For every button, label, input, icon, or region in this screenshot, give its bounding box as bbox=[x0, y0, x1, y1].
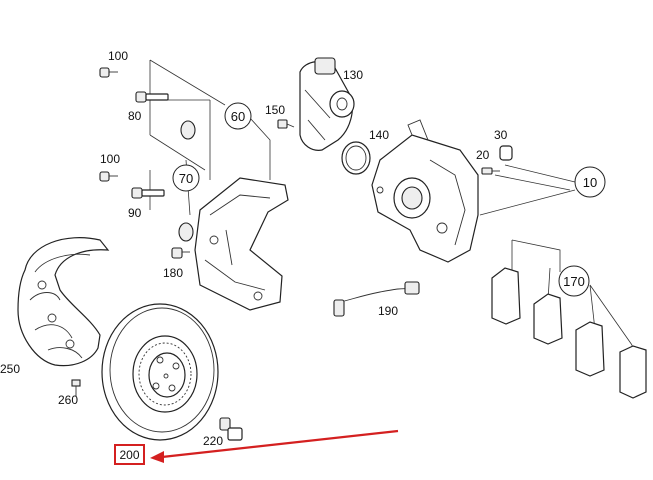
callout-70: 70 bbox=[172, 164, 200, 192]
label-100-lower: 100 bbox=[100, 152, 120, 166]
label-260: 260 bbox=[58, 393, 78, 407]
bolt-180 bbox=[171, 247, 190, 259]
screw-260 bbox=[71, 379, 81, 396]
bolt-220 bbox=[219, 417, 243, 441]
label-220: 220 bbox=[203, 434, 223, 448]
o-ring-140 bbox=[341, 141, 371, 175]
callout-10: 10 bbox=[574, 166, 606, 198]
sleeve-70-lower bbox=[178, 222, 194, 242]
brake-pads-170 bbox=[491, 267, 647, 399]
dust-shield-250 bbox=[17, 237, 110, 367]
label-140: 140 bbox=[369, 128, 389, 142]
brake-disc-200 bbox=[101, 303, 219, 441]
callout-10-label: 10 bbox=[583, 175, 597, 190]
bleed-cap-30 bbox=[499, 145, 513, 161]
sleeve-70-upper bbox=[180, 120, 196, 140]
callout-170: 170 bbox=[558, 265, 590, 297]
callout-70-label: 70 bbox=[179, 171, 193, 186]
screw-150 bbox=[277, 119, 295, 129]
label-80: 80 bbox=[128, 109, 142, 123]
highlighted-part-200[interactable]: 200 bbox=[114, 444, 145, 465]
label-150: 150 bbox=[265, 103, 285, 117]
bolt-100-upper bbox=[99, 67, 118, 78]
label-30: 30 bbox=[494, 128, 508, 142]
bolt-80 bbox=[135, 91, 169, 103]
highlight-arrow bbox=[150, 429, 399, 463]
callout-170-label: 170 bbox=[563, 274, 585, 289]
wear-sensor-190 bbox=[333, 281, 420, 317]
label-90: 90 bbox=[128, 206, 142, 220]
label-250: 250 bbox=[0, 362, 20, 376]
label-100-upper: 100 bbox=[108, 49, 128, 63]
brake-caliper-10 bbox=[371, 119, 479, 263]
actuator-motor-130 bbox=[299, 57, 355, 151]
callout-60: 60 bbox=[224, 102, 252, 130]
bleed-screw-20 bbox=[481, 167, 500, 175]
label-200[interactable]: 200 bbox=[119, 448, 139, 462]
bolt-90 bbox=[131, 187, 165, 199]
caliper-carrier-60 bbox=[194, 177, 289, 311]
label-20: 20 bbox=[476, 148, 490, 162]
callout-60-label: 60 bbox=[231, 109, 245, 124]
label-130: 130 bbox=[343, 68, 363, 82]
bolt-100-lower bbox=[99, 171, 118, 182]
label-180: 180 bbox=[163, 266, 183, 280]
label-190: 190 bbox=[378, 304, 398, 318]
